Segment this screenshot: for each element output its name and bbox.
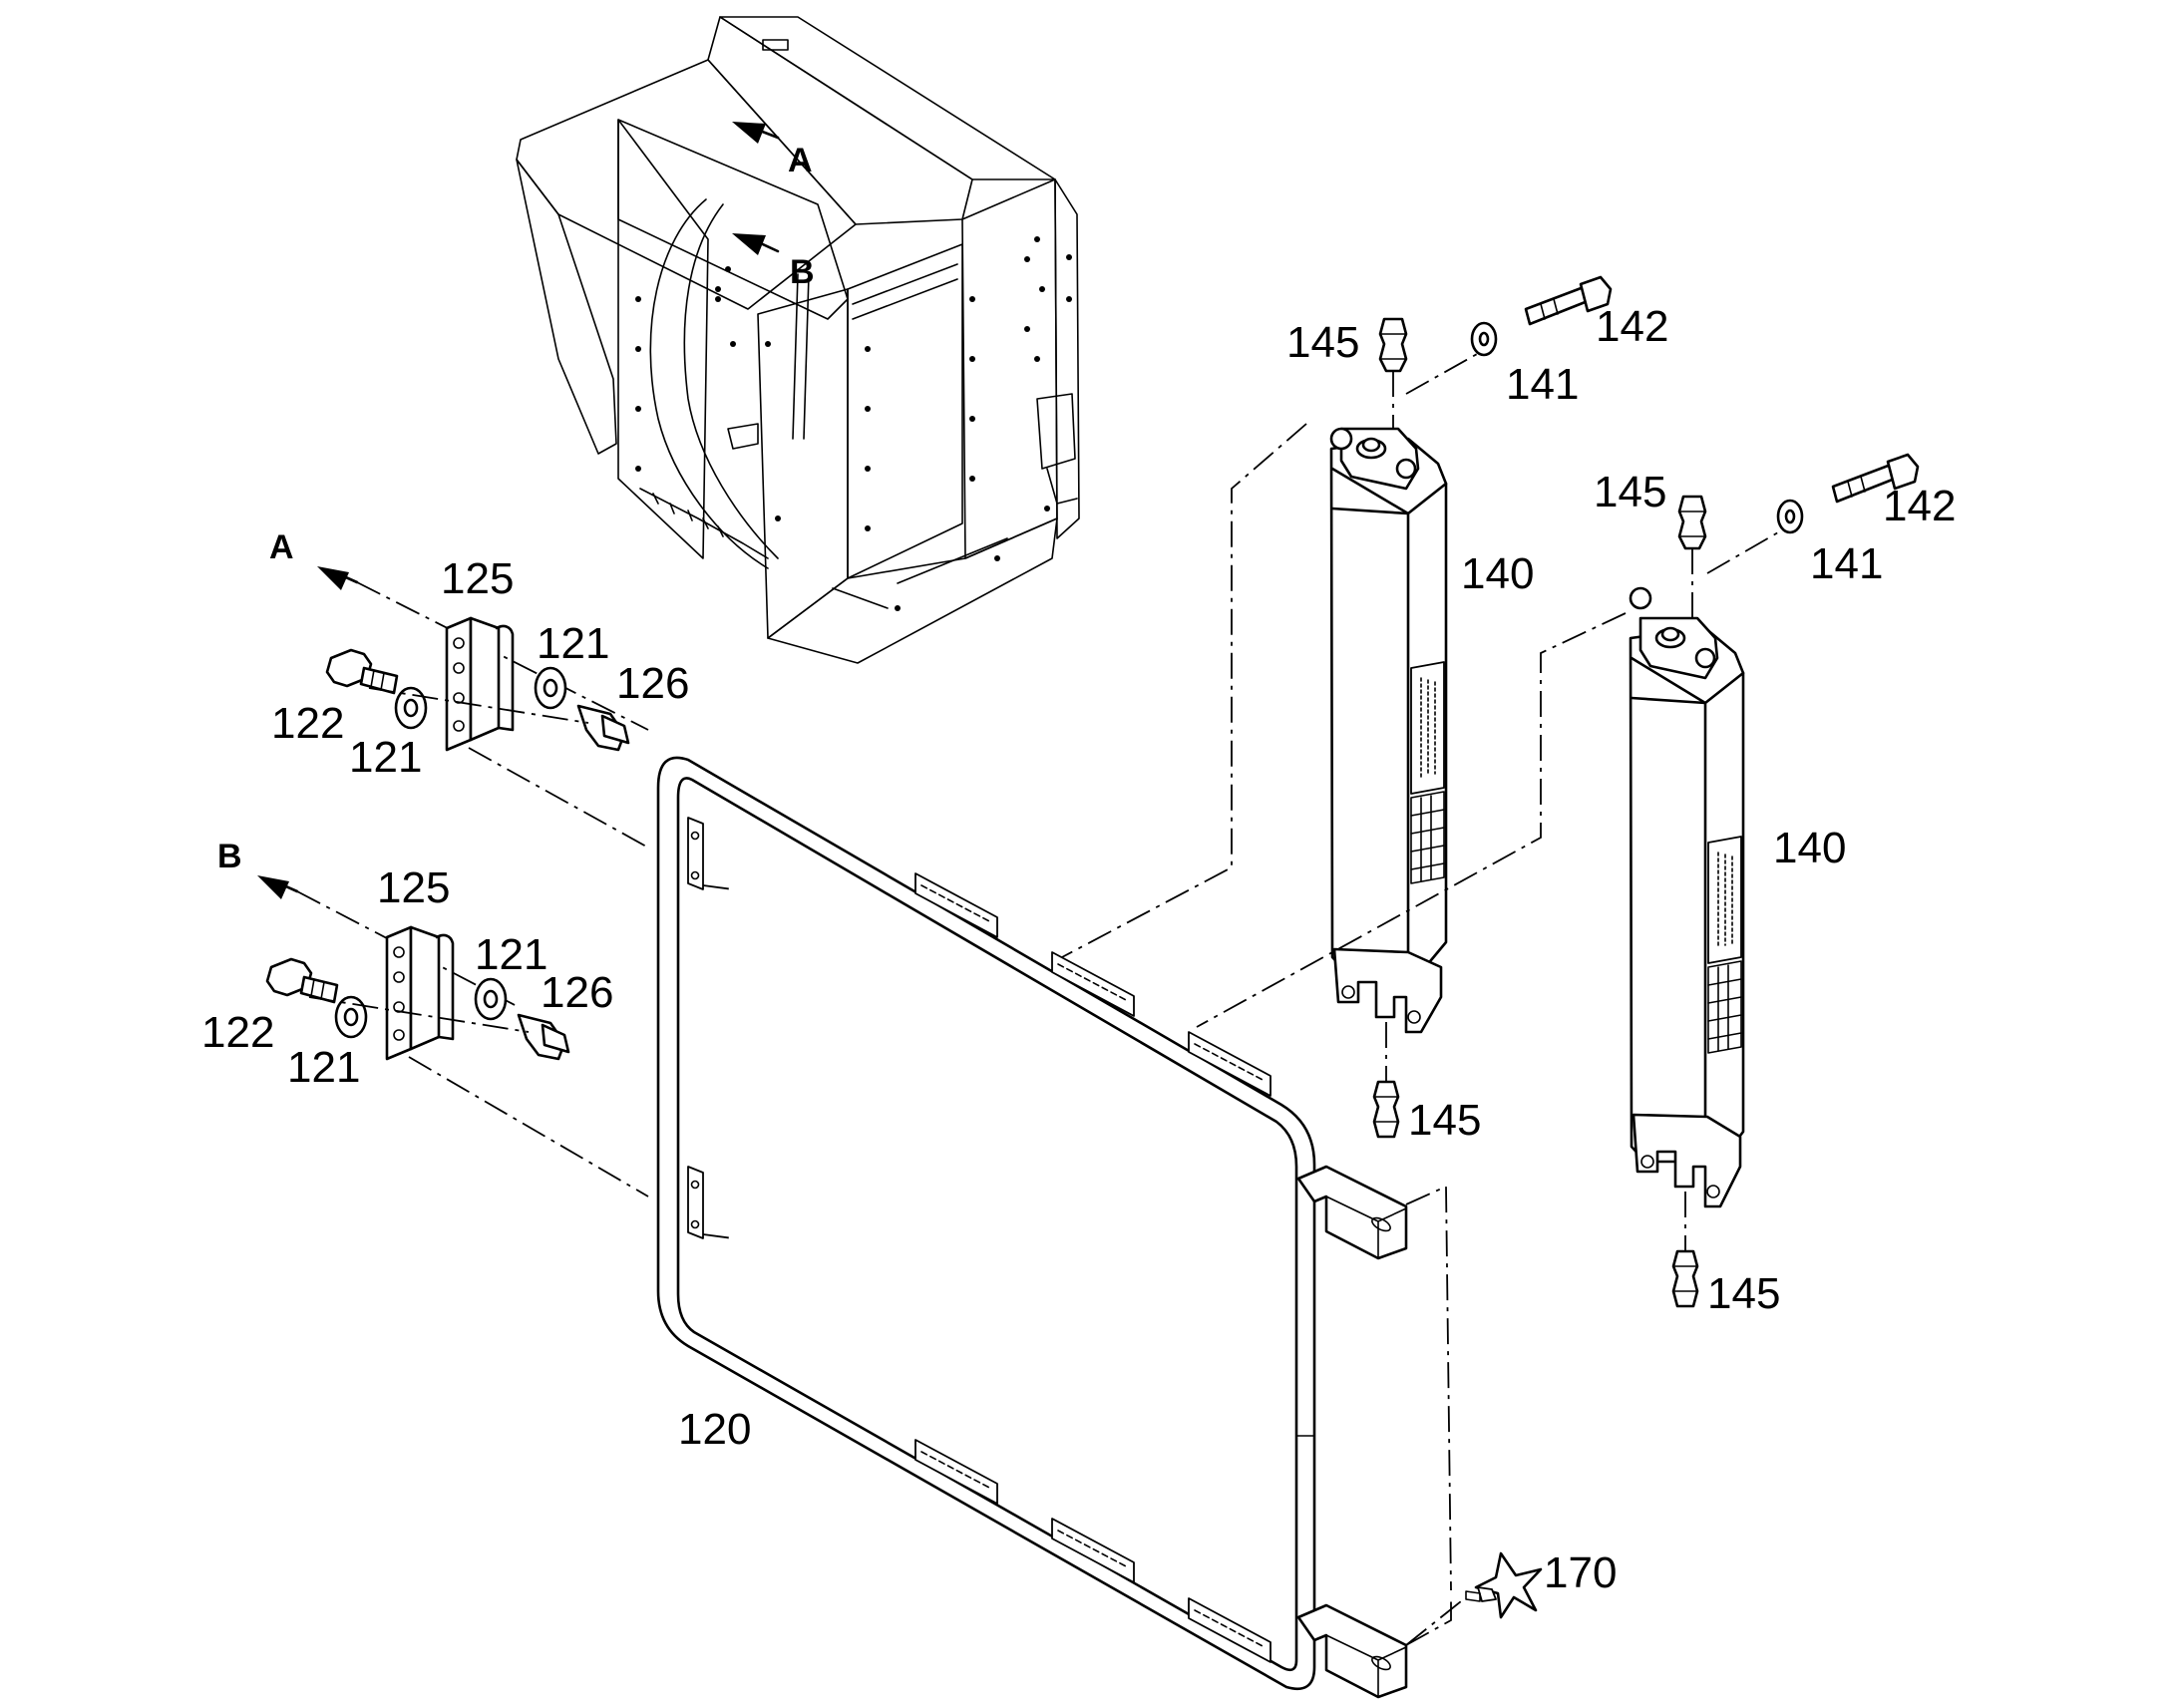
label-120: 120 (678, 1405, 751, 1454)
label-145-left-lower: 145 (1408, 1096, 1481, 1145)
cooler-140-right (1196, 586, 1745, 1308)
cooler-140-left (1061, 423, 1448, 1139)
label-140-right: 140 (1773, 824, 1846, 872)
label-121-b-upper: 121 (475, 930, 547, 979)
housing-ref-letter-b: B (790, 253, 815, 291)
cooler-140-left-top-fittings (1378, 275, 1613, 429)
bracket-set-a (317, 566, 649, 849)
bracket-set-b (257, 875, 649, 1197)
label-121-b-lower: 121 (287, 1043, 360, 1092)
label-121-a-upper: 121 (537, 619, 609, 668)
label-140-left: 140 (1461, 549, 1534, 598)
label-122-b: 122 (201, 1008, 274, 1057)
star-knob-170 (1405, 1551, 1543, 1646)
label-126-b: 126 (541, 968, 613, 1017)
label-122-a: 122 (271, 699, 344, 748)
label-125-b: 125 (377, 863, 450, 912)
cooler-140-right-top-fittings (1677, 453, 1920, 618)
label-142-left: 142 (1596, 302, 1668, 351)
label-145-right-upper: 145 (1594, 468, 1666, 516)
bracket-b-ref-letter: B (217, 838, 242, 875)
label-126-a: 126 (616, 659, 689, 708)
label-121-a-lower: 121 (349, 733, 422, 782)
frame-120 (656, 756, 1452, 1699)
label-145-right-lower: 145 (1707, 1269, 1780, 1318)
housing-ref-letter-a: A (788, 142, 813, 179)
label-141-right: 141 (1810, 539, 1883, 588)
label-141-left: 141 (1506, 360, 1579, 409)
label-142-right: 142 (1883, 482, 1956, 530)
label-145-left-upper: 145 (1286, 318, 1359, 367)
label-170: 170 (1544, 1548, 1617, 1597)
bracket-a-ref-letter: A (269, 528, 294, 566)
label-125-a: 125 (441, 554, 514, 603)
cooler-housing (516, 16, 1080, 664)
